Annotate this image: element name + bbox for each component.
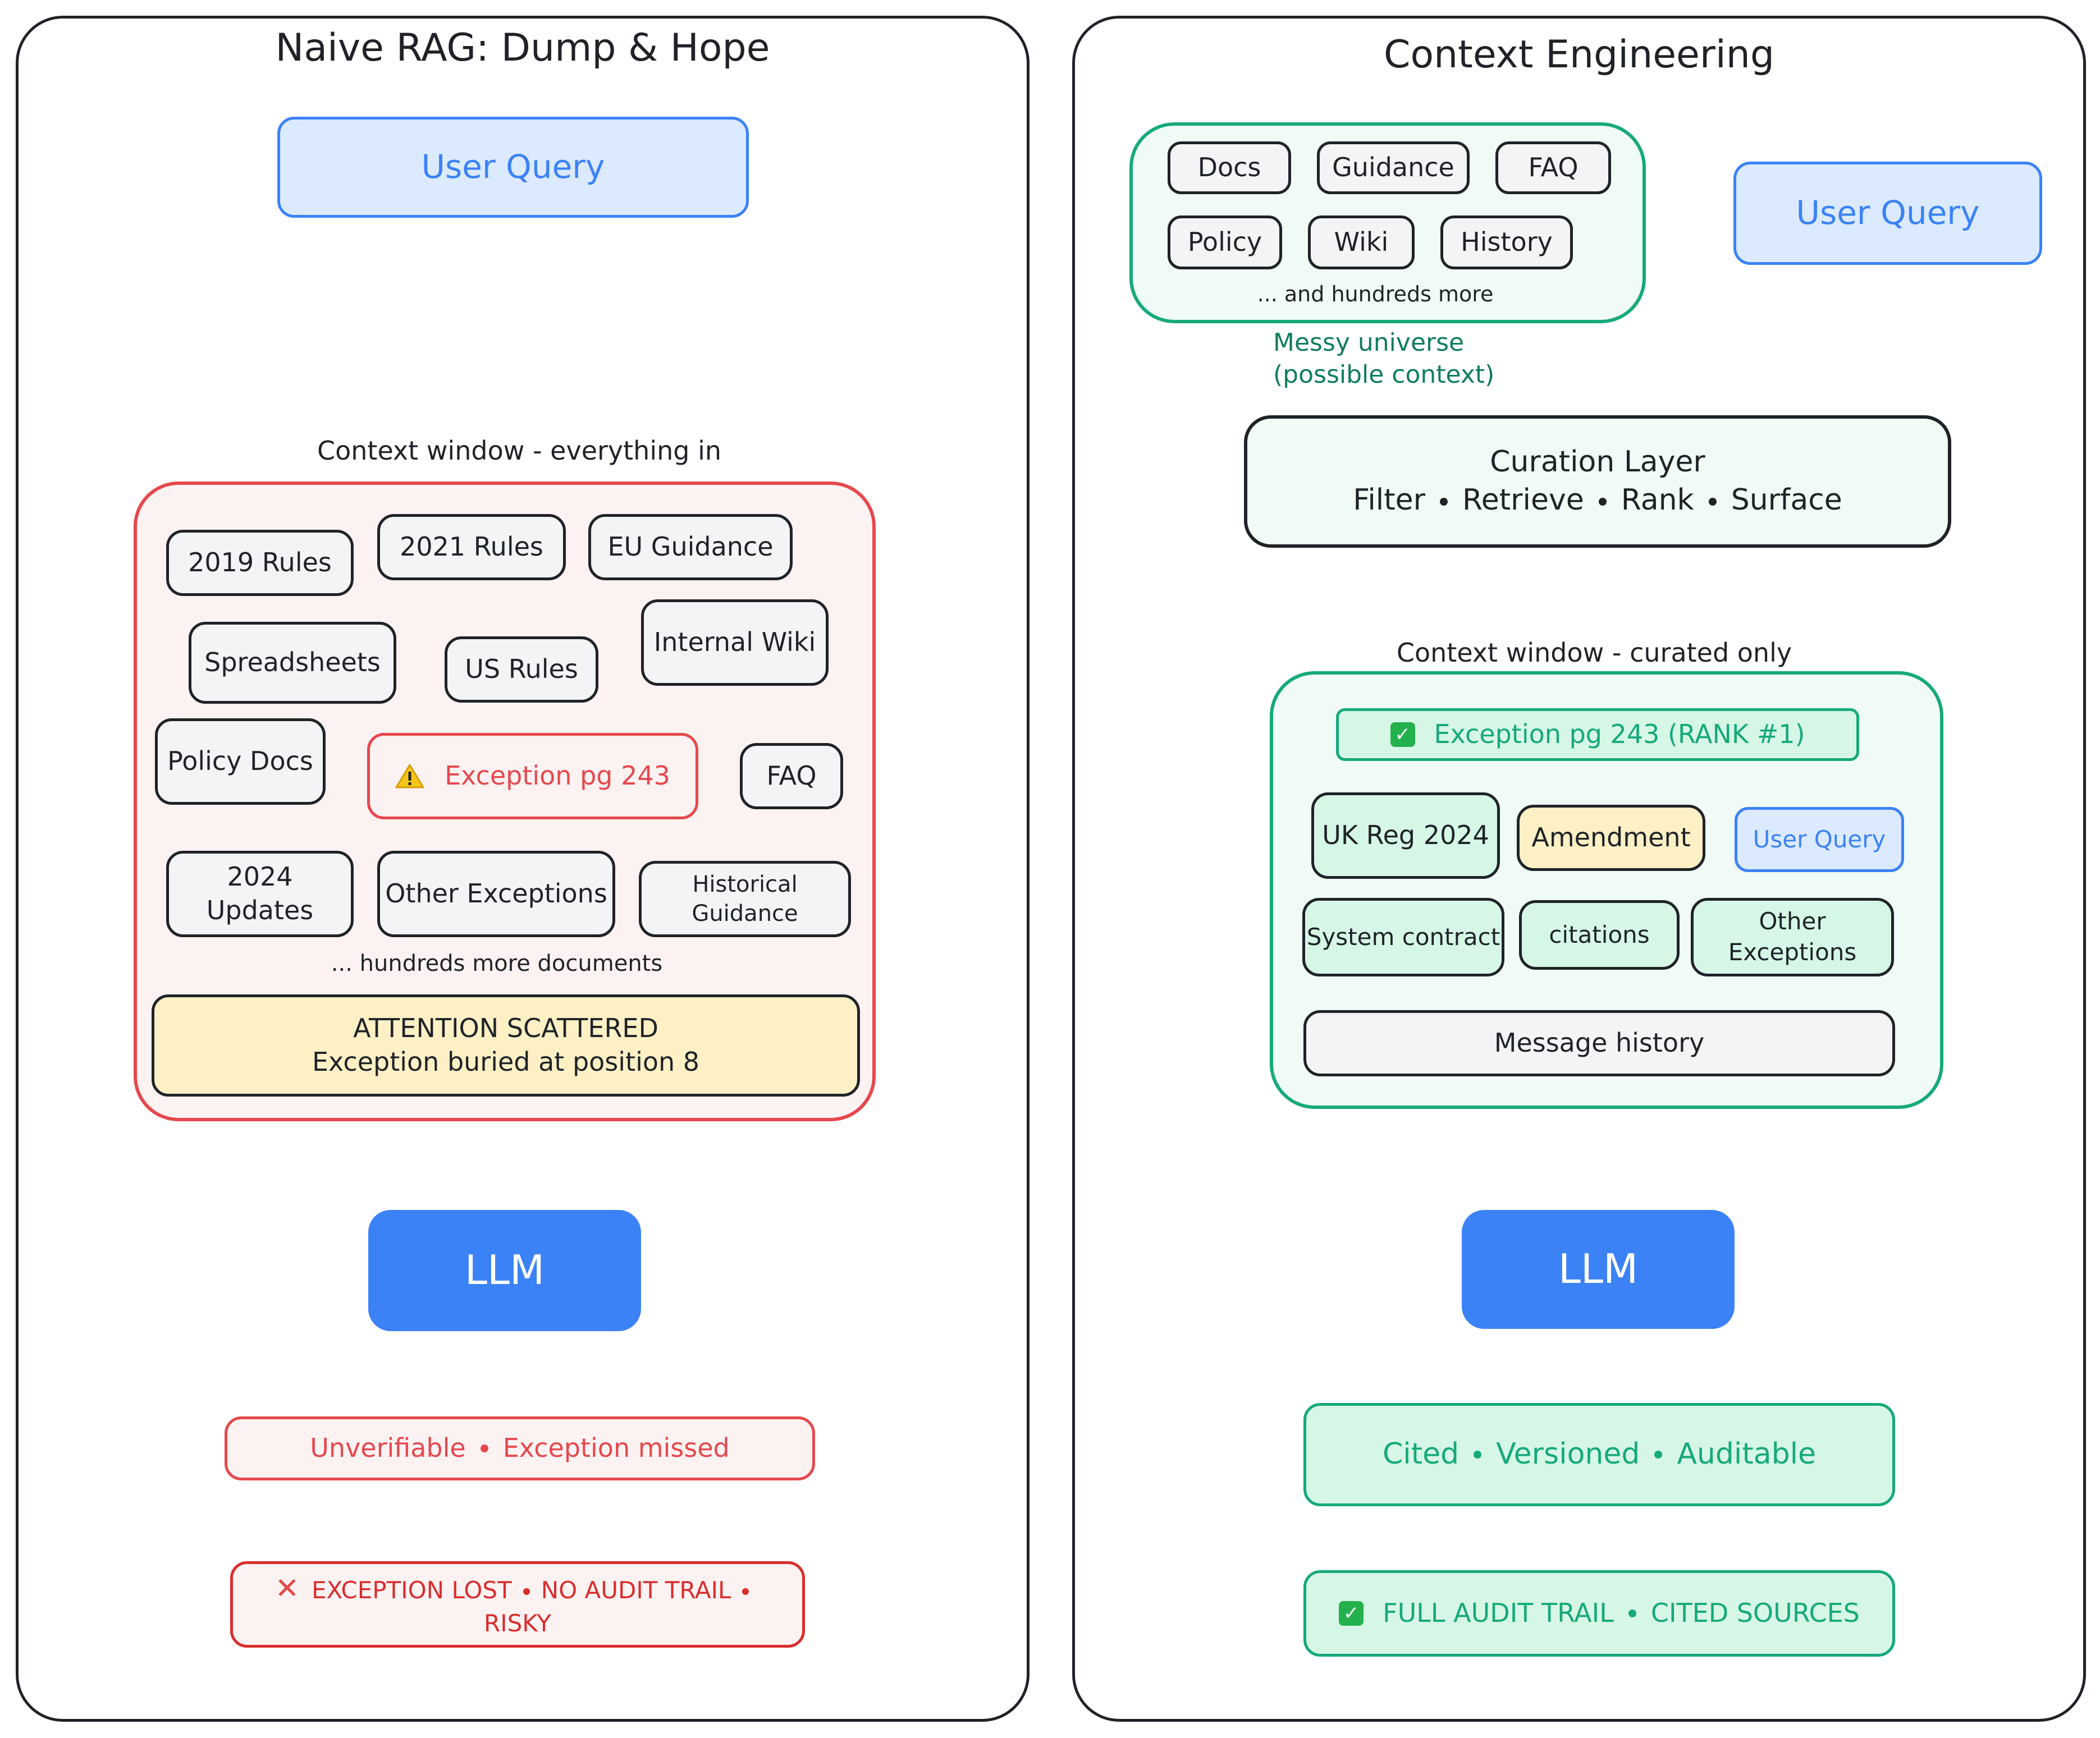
bullet-dot — [1439, 498, 1448, 506]
doc-eu-guidance: EU Guidance — [588, 514, 793, 580]
historical-line2: Guidance — [692, 901, 798, 927]
output-exception-missed: Exception missed — [502, 1433, 730, 1464]
doc-citations: citations — [1519, 900, 1680, 970]
bullet-dot — [1708, 498, 1717, 506]
bullet-dot — [480, 1444, 488, 1452]
curation-steps: Filter Retrieve Rank Surface — [1353, 481, 1842, 520]
doc-amendment: Amendment — [1517, 805, 1705, 871]
context-window-label: Context window - everything in — [317, 435, 722, 466]
doc-2021-rules: 2021 Rules — [377, 514, 566, 580]
doc-exception-pg-243: Exception pg 243 — [367, 733, 698, 819]
scatter-detail: Exception buried at position 8 — [312, 1047, 700, 1077]
curated-output-box: Cited Versioned Auditable — [1303, 1403, 1895, 1506]
llm-box-curated: LLM — [1462, 1210, 1735, 1329]
doc-spreadsheets: Spreadsheets — [189, 622, 396, 704]
naive-rag-title: Naive RAG: Dump & Hope — [275, 26, 770, 70]
doc-uk-reg-2024: UK Reg 2024 — [1311, 792, 1500, 879]
result-cited-sources: CITED SOURCES — [1650, 1598, 1860, 1629]
bullet-dot — [1474, 1451, 1482, 1459]
llm-box-naive: LLM — [368, 1210, 641, 1331]
check-icon: ✓ — [1390, 722, 1415, 747]
doc-faq: FAQ — [740, 743, 843, 809]
more-documents-note: ... hundreds more documents — [331, 951, 663, 976]
ranked-exception-box: ✓ Exception pg 243 (RANK #1) — [1336, 708, 1859, 761]
doc-policy-docs: Policy Docs — [155, 718, 326, 805]
result-no-audit-trail: NO AUDIT TRAIL — [541, 1576, 731, 1604]
bullet-dot — [1598, 498, 1607, 506]
message-history-box: Message history — [1303, 1010, 1895, 1076]
curated-result-box: ✓ FULL AUDIT TRAIL CITED SOURCES — [1303, 1570, 1895, 1657]
result-risky: RISKY — [484, 1609, 551, 1637]
source-faq: FAQ — [1495, 141, 1611, 194]
result-line-1: ✕ EXCEPTION LOST NO AUDIT TRAIL — [275, 1570, 761, 1608]
curation-title: Curation Layer — [1490, 445, 1705, 479]
source-policy: Policy — [1168, 215, 1282, 269]
output-versioned: Versioned — [1496, 1437, 1640, 1471]
doc-2024-updates: 2024 Updates — [166, 851, 354, 937]
step-surface: Surface — [1731, 483, 1842, 517]
doc-us-rules: US Rules — [445, 636, 598, 703]
updates-line2: Updates — [206, 895, 314, 925]
result-exception-lost: EXCEPTION LOST — [312, 1576, 512, 1604]
sources-more-note: ... and hundreds more — [1257, 282, 1494, 306]
attention-scattered-box: ATTENTION SCATTERED Exception buried at … — [152, 994, 860, 1097]
exception-label: Exception pg 243 — [445, 760, 670, 791]
messy-universe-label: Messy universe (possible context) — [1273, 327, 1494, 391]
updates-line1: 2024 — [227, 861, 293, 892]
check-icon: ✓ — [1339, 1601, 1364, 1626]
bullet-dot — [742, 1588, 749, 1595]
bullet-dot — [1654, 1451, 1663, 1459]
naive-result-box: ✕ EXCEPTION LOST NO AUDIT TRAIL RISKY — [230, 1561, 805, 1648]
context-engineering-title: Context Engineering — [1383, 33, 1774, 77]
inner-user-query: User Query — [1735, 807, 1904, 872]
bullet-dot — [1628, 1609, 1636, 1617]
curated-window-label: Context window - curated only — [1396, 638, 1792, 668]
step-retrieve: Retrieve — [1462, 483, 1584, 517]
source-guidance: Guidance — [1317, 141, 1470, 194]
ranked-exception-label: Exception pg 243 (RANK #1) — [1434, 719, 1805, 750]
output-cited: Cited — [1382, 1437, 1460, 1471]
source-docs: Docs — [1168, 141, 1291, 194]
user-query-box: User Query — [277, 117, 749, 218]
doc-historical-guidance: Historical Guidance — [639, 861, 851, 937]
messy-line-1: Messy universe — [1273, 328, 1465, 357]
output-auditable: Auditable — [1677, 1437, 1817, 1471]
user-query-box-right: User Query — [1733, 162, 2042, 265]
doc-system-contract: System contract — [1302, 898, 1504, 976]
messy-line-2: (possible context) — [1273, 360, 1495, 389]
step-filter: Filter — [1353, 483, 1425, 517]
doc-other-exceptions-curated: Other Exceptions — [1691, 898, 1894, 976]
scatter-heading: ATTENTION SCATTERED — [353, 1013, 658, 1044]
bullet-dot — [523, 1588, 530, 1595]
doc-internal-wiki: Internal Wiki — [641, 599, 829, 686]
doc-2019-rules: 2019 Rules — [166, 530, 354, 596]
curation-layer-box: Curation Layer Filter Retrieve Rank Surface — [1244, 415, 1951, 548]
x-mark-icon: ✕ — [274, 1571, 300, 1606]
source-history: History — [1440, 215, 1573, 269]
result-full-audit-trail: FULL AUDIT TRAIL — [1383, 1598, 1614, 1629]
step-rank: Rank — [1621, 483, 1694, 517]
warning-icon — [395, 764, 424, 788]
historical-line1: Historical — [692, 872, 798, 897]
source-wiki: Wiki — [1308, 215, 1415, 269]
doc-other-exceptions: Other Exceptions — [377, 851, 615, 937]
output-unverifiable: Unverifiable — [310, 1433, 466, 1464]
naive-output-box: Unverifiable Exception missed — [225, 1416, 815, 1480]
